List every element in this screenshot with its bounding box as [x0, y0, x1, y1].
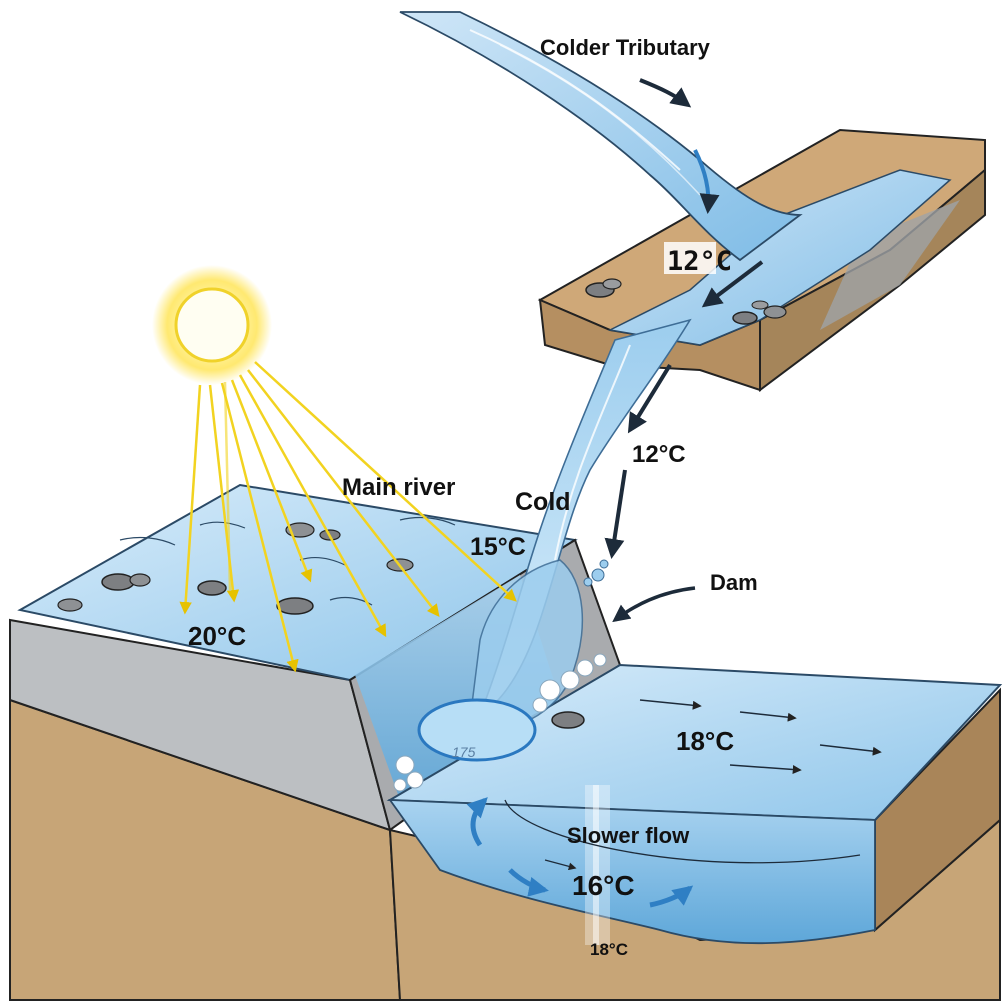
downstream-pool	[386, 663, 1003, 1001]
sun-icon	[152, 265, 272, 385]
rock-icon	[197, 580, 227, 596]
main-river-label: Main river	[342, 474, 455, 501]
temp-18-surface-label: 18°C	[676, 726, 734, 756]
flow-arrow-icon	[627, 363, 672, 434]
splash-mark-label: 175	[452, 744, 476, 760]
circulation-arrow-icon	[649, 885, 694, 908]
rock-icon	[732, 311, 758, 325]
dam-pointer-arrow	[612, 586, 696, 623]
cold-label: Cold	[515, 488, 571, 516]
circulation-arrow-icon	[466, 797, 488, 847]
flow-arrow-icon	[693, 149, 720, 214]
slower-flow-label: Slower flow	[567, 823, 690, 848]
rock-icon	[101, 573, 135, 591]
circulation-arrow-icon	[508, 868, 549, 897]
tributary-block	[537, 128, 986, 392]
splash-pool	[417, 698, 537, 762]
flow-arrows	[604, 78, 764, 623]
temp-16-label: 16°C	[572, 870, 635, 901]
temp-18-bottom-label: 18°C	[590, 940, 628, 959]
colder-tributary-label: Colder Tributary	[540, 35, 711, 60]
temp-label-bg	[664, 242, 716, 274]
dam-label: Dam	[710, 570, 758, 595]
falling-water	[393, 318, 692, 792]
sun-rays	[179, 361, 517, 673]
tributary-temp-fall-label: 12°C	[632, 441, 686, 468]
temp-20-label: 20°C	[188, 621, 246, 651]
temp-15-label: 15°C	[470, 533, 526, 561]
tributary-temp-top-label: 12°C	[667, 246, 732, 277]
flow-arrow-icon	[604, 469, 627, 559]
flow-arrow-icon	[701, 260, 764, 308]
rock-icon	[276, 597, 314, 615]
flow-arrow-icon	[639, 78, 692, 108]
